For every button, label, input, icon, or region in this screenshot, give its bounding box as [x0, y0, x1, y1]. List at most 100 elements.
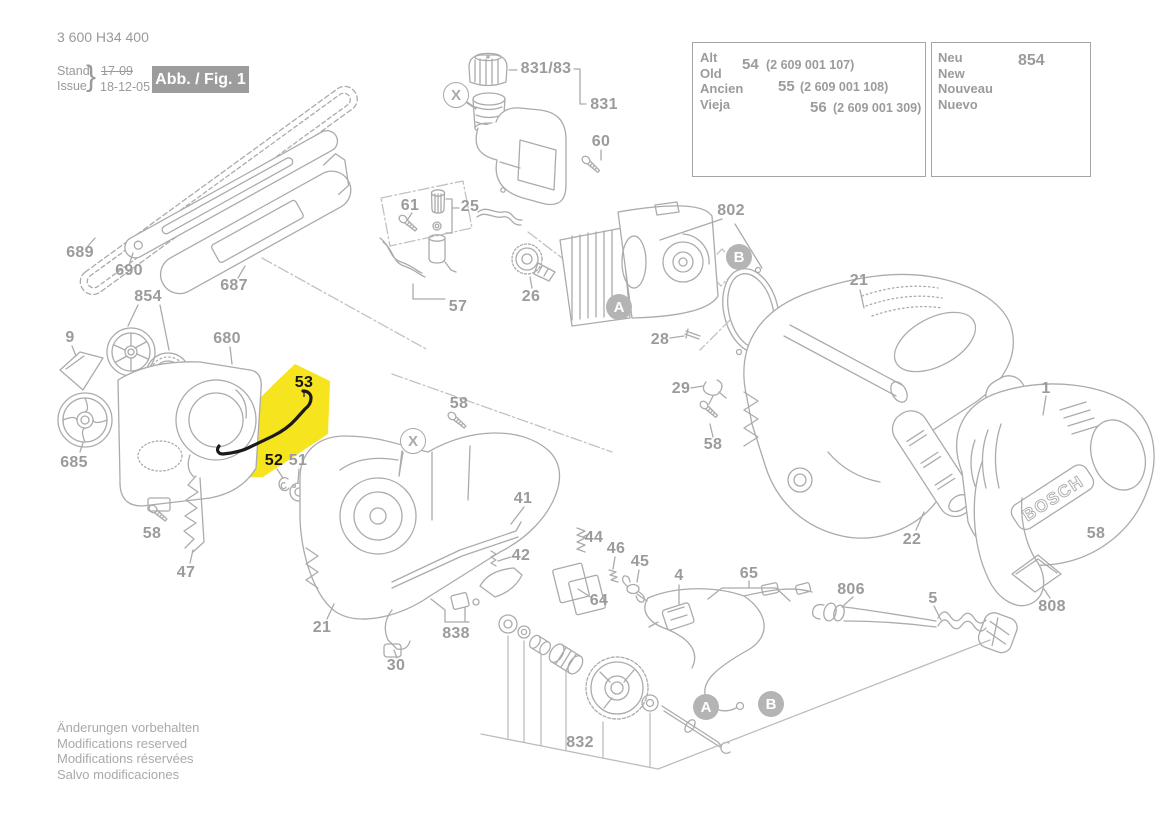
part-685-wheel: [57, 392, 113, 453]
part-label-680: 680: [213, 330, 241, 347]
screw-58-lower-housing: [447, 411, 467, 429]
part-label-806: 806: [837, 581, 865, 598]
part-label-64: 64: [589, 592, 609, 609]
part-label-808: 808: [1038, 598, 1066, 615]
legend-ref-55: 55: [778, 78, 795, 95]
part-28-pin: [669, 328, 701, 340]
part-806-cable: [812, 596, 1018, 654]
part-label-52[interactable]: 52: [264, 452, 284, 469]
part-label-831-83: 831/83: [520, 60, 572, 77]
issue-date: 18-12-05: [100, 80, 151, 94]
part-label-838: 838: [442, 625, 470, 642]
part-label-47: 47: [176, 564, 196, 581]
legend-code-56: (2 609 001 309): [833, 101, 922, 115]
part-44-spring: [576, 527, 590, 553]
part-52-washer: [276, 468, 290, 492]
part-label-29: 29: [671, 380, 691, 397]
marker-B-filled: B: [758, 691, 784, 717]
part-53-wire-selected[interactable]: [216, 389, 313, 456]
part-label-51: 51: [288, 452, 308, 469]
part-label-802: 802: [717, 202, 745, 219]
part-label-60: 60: [591, 133, 611, 150]
part-label-53[interactable]: 53: [294, 374, 314, 391]
part-label-5: 5: [928, 590, 938, 607]
part-41-trigger-bar: [391, 506, 525, 589]
part-64-brush-holder: [552, 562, 606, 616]
part-label-1: 1: [1041, 380, 1051, 397]
part-label-687: 687: [220, 277, 248, 294]
part-label-58: 58: [1086, 525, 1106, 542]
part-4-switch: [648, 584, 695, 631]
leader-58-right: [709, 423, 714, 438]
part-label-42: 42: [511, 547, 531, 564]
part-label-25: 25: [460, 198, 480, 215]
part-label-46: 46: [606, 540, 626, 557]
part-1-main-housing: BOSCH: [956, 383, 1155, 607]
part-label-689: 689: [66, 244, 94, 261]
screw-61: [398, 214, 418, 232]
part-label-21: 21: [312, 619, 332, 636]
part-47-spike-bumper: [183, 475, 205, 564]
marker-A-filled: A: [606, 294, 632, 320]
part-57-hoses: [379, 208, 523, 300]
part-label-685: 685: [60, 454, 88, 471]
part-808-label-sheet: [1011, 554, 1062, 599]
part-29-clip: [690, 379, 727, 405]
part-label-28: 28: [650, 331, 670, 348]
part-label-30: 30: [386, 657, 406, 674]
part-802-motor: [559, 201, 763, 327]
legend-code-55: (2 609 001 108): [800, 80, 889, 94]
screw-58-right-housing: [699, 400, 719, 418]
catalog-number: 3 600 H34 400: [57, 29, 149, 45]
part-label-41: 41: [513, 490, 533, 507]
legend-ref-54: 54: [742, 56, 759, 73]
part-26-worm-gear: [511, 243, 556, 289]
stand-issue-labels: Stand Issue: [57, 64, 90, 93]
legend-ref-854: 854: [1018, 52, 1045, 69]
part-label-45: 45: [630, 553, 650, 570]
marker-B-filled: B: [726, 244, 752, 270]
part-9-foil: [59, 345, 104, 391]
part-label-58: 58: [449, 395, 469, 412]
superseded-date: 17-09: [101, 64, 133, 78]
legend-ref-56: 56: [810, 99, 827, 116]
part-label-832: 832: [566, 734, 594, 751]
part-label-65: 65: [739, 565, 759, 582]
part-838-lock: [430, 592, 480, 623]
part-46-spring: [608, 556, 619, 583]
part-label-22: 22: [902, 531, 922, 548]
part-label-58: 58: [703, 436, 723, 453]
part-label-57: 57: [448, 298, 468, 315]
part-label-61: 61: [400, 197, 420, 214]
part-label-854: 854: [134, 288, 162, 305]
legend-box-new: [931, 42, 1091, 177]
part-45-wing-screw: [621, 569, 648, 603]
marker-X-outline: X: [443, 82, 469, 108]
part-label-4: 4: [674, 567, 684, 584]
part-label-44: 44: [584, 529, 604, 546]
part-687-cover: [159, 153, 352, 295]
footer-notice: Änderungen vorbehalten Modifications res…: [57, 720, 200, 782]
marker-A-filled: A: [693, 694, 719, 720]
part-label-26: 26: [521, 288, 541, 305]
part-label-21: 21: [849, 272, 869, 289]
part-30-lever: [383, 609, 411, 659]
legend-old-languages: Alt Old Ancien Vieja: [700, 50, 744, 112]
part-label-9: 9: [65, 329, 75, 346]
screw-58-left: [148, 504, 168, 522]
part-label-690: 690: [115, 262, 143, 279]
leader-lines: [87, 102, 477, 477]
legend-box-old: [692, 42, 926, 177]
brace: }: [86, 60, 97, 93]
part-label-831: 831: [590, 96, 618, 113]
part-42-lever: [479, 550, 523, 598]
screw-60: [581, 155, 601, 173]
figure-badge: Abb. / Fig. 1: [152, 66, 249, 93]
part-65-harness: [644, 580, 813, 712]
marker-X-outline: X: [400, 428, 426, 454]
part-label-58: 58: [142, 525, 162, 542]
part-690-guide-bar: [124, 130, 339, 259]
part-831-oil-tank: [466, 52, 602, 206]
